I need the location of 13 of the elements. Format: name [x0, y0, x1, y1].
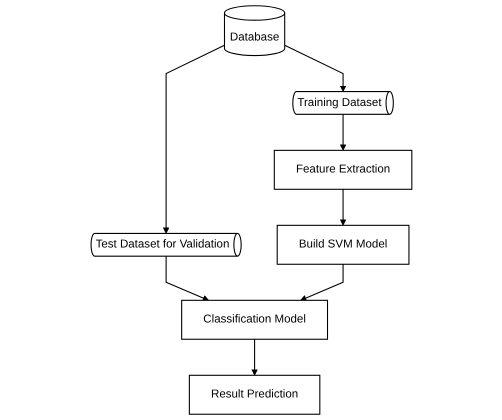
arrow [300, 264, 344, 301]
arrow [250, 339, 258, 376]
node-box: Build SVM Model [276, 224, 410, 265]
node-box: Classification Model [180, 300, 328, 340]
arrow [284, 44, 346, 92]
arrow [339, 189, 346, 226]
node-box: Result Prediction [188, 374, 320, 415]
node-text: Training Dataset [296, 96, 382, 109]
node-box: Feature Extraction [273, 150, 412, 190]
arrow [165, 256, 208, 301]
arrow [162, 44, 224, 234]
arrow [339, 114, 346, 151]
node-text: Test Dataset for Validation [95, 238, 229, 251]
